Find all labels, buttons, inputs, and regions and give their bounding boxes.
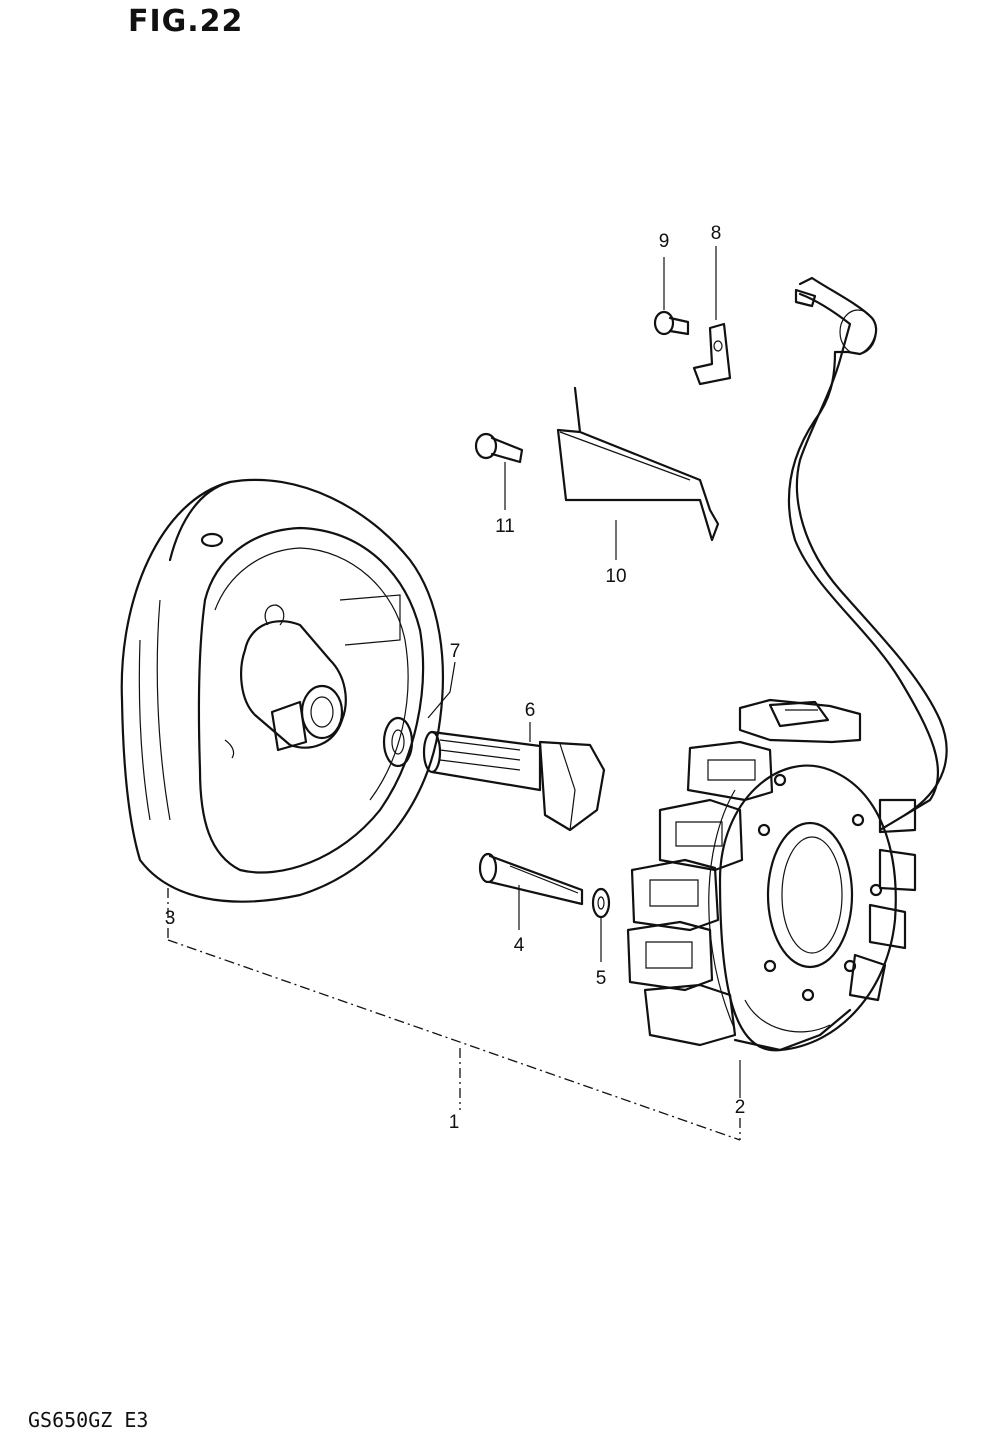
callout-2: 2: [735, 1097, 746, 1118]
callout-1: 1: [449, 1112, 460, 1133]
stator-part-2: [626, 276, 948, 1098]
callout-10: 10: [605, 566, 626, 587]
callout-11: 11: [495, 516, 515, 537]
washer-part-7: [382, 661, 456, 768]
figure-title: FIG.22: [128, 4, 244, 39]
screw-part-9: [653, 257, 690, 336]
assembly-brackets: [167, 888, 741, 1141]
cover-part-10: [556, 386, 720, 560]
callout-7: 7: [450, 641, 461, 662]
callout-3: 3: [165, 908, 176, 929]
rotor-part-3: [120, 478, 444, 903]
screw-part-4: [478, 852, 584, 930]
clamp-part-8: [692, 246, 732, 386]
callout-4: 4: [514, 935, 525, 956]
callout-8: 8: [711, 223, 722, 244]
model-code: GS650GZ E3: [28, 1408, 149, 1432]
washer-part-5: [591, 887, 611, 962]
bolt-part-6: [422, 722, 606, 832]
callout-5: 5: [596, 968, 607, 989]
callout-9: 9: [659, 231, 670, 252]
screw-part-11: [474, 432, 524, 510]
callout-6: 6: [525, 700, 536, 721]
